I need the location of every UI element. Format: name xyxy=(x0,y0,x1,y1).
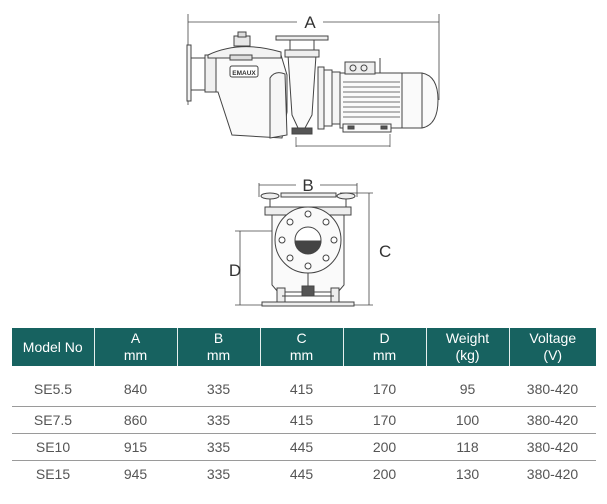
cell-weight: 100 xyxy=(426,406,509,434)
cell-c: 445 xyxy=(289,466,314,482)
cell-weight: 95 xyxy=(426,366,509,407)
cell-d: 200 xyxy=(372,466,397,482)
dimension-c-label: C xyxy=(379,242,391,261)
cell-voltage: 380-420 xyxy=(509,406,596,434)
column-header-b: B mm xyxy=(176,328,260,366)
cell-voltage: 380-420 xyxy=(526,466,579,482)
cell-b: 335 xyxy=(206,466,231,482)
cell-weight: 130 xyxy=(455,466,480,482)
cell-c: 415 xyxy=(260,406,343,434)
cell-a: 840 xyxy=(94,366,177,407)
pump-front-view xyxy=(235,183,373,307)
pump-side-view xyxy=(186,14,440,147)
brand-label: EMAUX xyxy=(232,70,256,77)
cell-b: 335 xyxy=(177,433,260,461)
column-header-weight: Weight (kg) xyxy=(425,328,509,366)
cell-a: 915 xyxy=(94,433,177,461)
cell-model: SE7.5 xyxy=(12,406,94,434)
table-row: SE15 945 335 445 200 130 380-420 xyxy=(12,461,596,488)
table-row: SE5.5 840 335 415 170 95 380-420 xyxy=(12,366,596,407)
cell-b: 335 xyxy=(177,366,260,407)
cell-model: SE15 xyxy=(35,466,71,482)
column-header-d: D mm xyxy=(342,328,426,366)
dimension-a-label: A xyxy=(304,13,316,32)
dimension-d-label: D xyxy=(229,261,241,280)
table-row: SE10 915 335 445 200 118 380-420 xyxy=(12,433,596,461)
column-header-c: C mm xyxy=(259,328,343,366)
cell-c: 415 xyxy=(260,366,343,407)
column-header-model-no: Model No xyxy=(12,328,94,366)
cell-voltage: 380-420 xyxy=(509,366,596,407)
cell-voltage: 380-420 xyxy=(509,433,596,461)
cell-model: SE10 xyxy=(12,433,94,461)
cell-a: 860 xyxy=(94,406,177,434)
cell-b: 335 xyxy=(177,406,260,434)
pump-dimension-drawing: A EMAUX B C D xyxy=(186,13,440,307)
cell-model: SE5.5 xyxy=(12,366,94,407)
spec-table: Model No A mm B mm C mm D mm Weight (kg) xyxy=(12,328,596,487)
column-header-voltage: Voltage (V) xyxy=(508,328,596,366)
dimension-b-label: B xyxy=(302,176,313,195)
cell-d: 170 xyxy=(343,406,426,434)
table-row: SE7.5 860 335 415 170 100 380-420 xyxy=(12,406,596,434)
table-header-row: Model No A mm B mm C mm D mm Weight (kg) xyxy=(12,328,596,366)
cell-a: 945 xyxy=(123,466,148,482)
cell-d: 170 xyxy=(343,366,426,407)
cell-d: 200 xyxy=(343,433,426,461)
cell-c: 445 xyxy=(260,433,343,461)
column-header-a: A mm xyxy=(93,328,177,366)
cell-weight: 118 xyxy=(426,433,509,461)
